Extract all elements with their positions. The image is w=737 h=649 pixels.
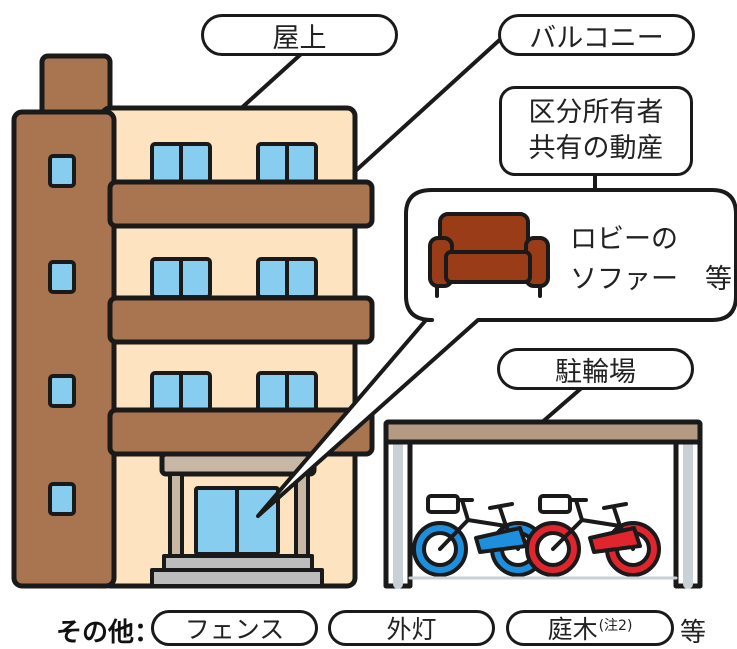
windows-floor-1 [150,371,318,413]
other-label: その他： [56,618,161,648]
roof-pointer [235,53,302,114]
entrance-step [162,554,314,572]
fence-pill: フェンス [151,610,318,646]
outdoor-light-pill: 外灯 [328,610,495,646]
callout-bubble [256,188,737,518]
lobby-sofa-callout: ロビーの ソファー 等 [570,220,732,300]
tower-window [48,260,76,294]
entrance-pillar [168,472,184,558]
bicycle-parking-label: 駐輪場 [497,348,694,390]
callout-line-1: ロビーの [570,224,678,255]
tower-window [48,154,76,188]
stair-tower [11,109,117,589]
note-marker: (注2) [598,618,633,634]
balcony [107,179,375,229]
entrance-step [150,568,324,588]
callout-line-2: ソファー 等 [570,264,732,295]
tower-window [48,374,76,408]
sofa-icon [428,212,550,298]
roof-label: 屋上 [201,14,398,56]
tower-window [48,482,76,516]
balcony-label: バルコニー [498,14,695,56]
windows-floor-3 [150,142,318,184]
windows-floor-2 [150,257,318,299]
balcony [107,295,375,345]
entrance-canopy [159,451,317,477]
bicycle-icon [412,494,546,577]
parking-pointer [538,383,587,426]
garden-tree-pill: 庭木(注2) [506,610,674,646]
movable-line-1: 区分所有者 [528,97,664,128]
movable-line-2: 共有の動産 [528,133,664,164]
entrance-pillar [294,472,310,558]
balcony-pointer [338,33,507,187]
shared-movable-property-label: 区分所有者 共有の動産 [499,86,693,176]
bicycle-icon [525,494,661,577]
etc-label: 等 [680,618,707,648]
shelter-roof [383,419,703,445]
